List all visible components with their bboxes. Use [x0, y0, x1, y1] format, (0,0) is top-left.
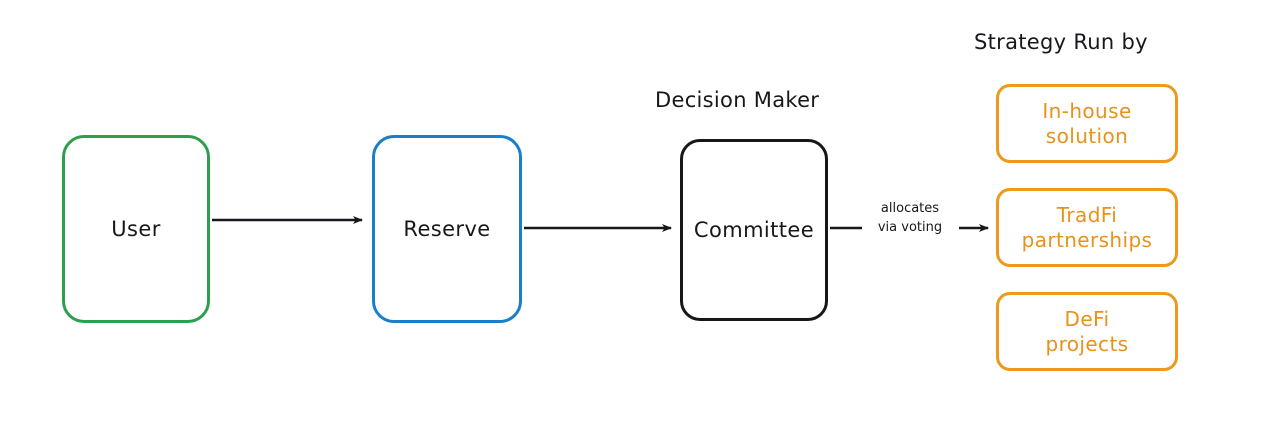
node-committee-label: Committee: [693, 217, 815, 242]
node-defi-projects-label: DeFi projects: [1045, 306, 1129, 356]
node-tradfi-partnerships[interactable]: TradFi partnerships: [996, 188, 1178, 267]
caption-strategy-run-by: Strategy Run by: [974, 30, 1148, 54]
node-defi-projects[interactable]: DeFi projects: [996, 292, 1178, 371]
node-user[interactable]: User: [62, 135, 210, 323]
node-user-label: User: [111, 216, 161, 241]
node-tradfi-partnerships-label: TradFi partnerships: [1021, 202, 1153, 252]
node-in-house-solution[interactable]: In-house solution: [996, 84, 1178, 163]
node-reserve[interactable]: Reserve: [372, 135, 522, 323]
node-committee[interactable]: Committee: [680, 139, 828, 321]
caption-decision-maker: Decision Maker: [655, 88, 820, 112]
node-in-house-solution-label: In-house solution: [1042, 98, 1132, 148]
node-reserve-label: Reserve: [403, 216, 491, 241]
edge-label-allocates-via-voting: allocates via voting: [877, 201, 943, 235]
